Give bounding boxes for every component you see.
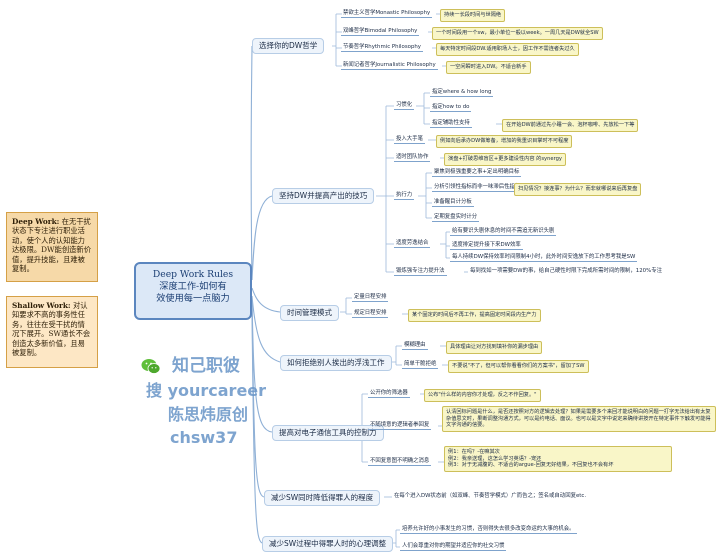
rest-item-3[interactable]: 每人持续DW保持效率时间限制4小时，此外时间安逸放下的工作思考我是SW <box>450 254 638 263</box>
technique-team[interactable]: 适时团队协作 <box>394 154 431 163</box>
watermark-line1: 知己职彼 <box>172 356 240 376</box>
philosophy-journalistic-note: 一空闲瞬时进入DW。不适合新手 <box>446 61 531 74</box>
central-topic-line1: Deep Work Rules <box>152 269 234 280</box>
deep-work-definition: Deep Work: 在无干扰状态下专注进行职业活动，使个人的认知能力达极限。D… <box>6 212 98 282</box>
watermark-line2: 搜 yourcareer <box>146 381 267 400</box>
schedule-quantitative[interactable]: 定量日程安排 <box>352 294 389 303</box>
rest-item-1[interactable]: 给有要识头剧休息的时间不需追无新识头剧 <box>450 228 557 237</box>
philosophy-bimodal[interactable]: 双峰哲学Bimodal Philosophy <box>341 28 420 37</box>
watermark-line3: 陈思炜原创 <box>168 405 249 424</box>
exec-focus[interactable]: 聚焦到极强重要之事+定出明确目标 <box>432 169 522 178</box>
exec-review[interactable]: 定期复盘实时计分 <box>432 214 480 223</box>
shallow-work-title: Shallow Work: <box>12 301 71 310</box>
philosophy-bimodal-note: 一个时间段用一个sw，最小单位一般以week。一周几天是DW就全SW <box>432 27 603 40</box>
technique-rest[interactable]: 适度劳逸结合 <box>394 240 431 249</box>
schedule-fixed-note: 某个固定的时间后不再工作，提高固定时间段内生产力 <box>408 309 541 322</box>
email-logic[interactable]: 不随境意的逻辑者拳回复 <box>368 422 432 431</box>
shallow-work-definition: Shallow Work: 对认知要求不高的事务性任务，往往在受干扰的情况下展开… <box>6 296 98 368</box>
technique-execution[interactable]: 执行力 <box>394 192 415 201</box>
mindset-item-1[interactable]: 培养允许好的小事发生的习惯，否则得失去很多改变命运的大事的机会。 <box>400 526 577 535</box>
mindset-item-2[interactable]: 人们会尊重对你的期望并适应你的社交习惯 <box>400 543 507 552</box>
philosophy-rhythmic-note: 每天特定时间段DW.适用职场人士，因工作不需连者失过久 <box>436 43 579 56</box>
schedule-fixed[interactable]: 规定日程安排 <box>352 310 389 319</box>
email-filter[interactable]: 公开你的筛选器 <box>368 390 410 399</box>
deep-work-text: 在无干扰状态下专注进行职业活动，使个人的认知能力达极限。DW能创造新价值，提升技… <box>12 217 92 274</box>
team-note: 演盘+打破思维盲区+更多建设性内容 的synergy <box>444 153 566 166</box>
branch-mindset[interactable]: 减少SW过程中得罪人时的心理调整 <box>262 536 394 552</box>
philosophy-rhythmic[interactable]: 节奏哲学Rhythmic Philosophy <box>341 44 423 53</box>
philosophy-monastic-note: 持续一长段时间与世隔绝 <box>440 9 506 22</box>
decline-vague-note: 具体理由让对方找到填补你的漏步理由 <box>446 341 543 354</box>
exec-lead-measures[interactable]: 分析引领性指标而非一味滞后性指标 <box>432 184 523 193</box>
reduce-offense-note: 在每个进入DW状态前（如双峰、节奏哲学模式）广而告之；签名或自动回复etc. <box>394 493 587 499</box>
technique-focus-training[interactable]: 锻炼强专注力提升法 <box>394 268 447 277</box>
focus-training-note: 每到找如一项需要DW的事，给自己硬性时限下完成所需时间的限制，120%专注 <box>470 268 663 274</box>
central-topic-line3: 效使用每一点脑力 <box>156 293 230 305</box>
shallow-work-text: 对认知要求不高的事务性任务，往往在受干扰的情况下展开。SW通长不会创造太多新价值… <box>12 301 91 358</box>
email-ignore[interactable]: 不回复意图不明确之消息 <box>368 458 432 467</box>
decline-direct[interactable]: 简单干脆拒绝 <box>402 361 439 370</box>
branch-time-management[interactable]: 时间管理模式 <box>280 305 339 321</box>
watermark-line4: chsw37 <box>170 428 238 447</box>
philosophy-journalistic[interactable]: 新闻记者哲学Journalistic Philosophy <box>341 62 438 71</box>
decline-direct-note: 不要说"不了，但可以帮你看看你们的方案书"，留加了SW <box>448 360 589 373</box>
branch-decline-shallow[interactable]: 如何拒绝别人挨出的浮浅工作 <box>280 355 392 371</box>
habit-support[interactable]: 指定辅助性支持 <box>430 120 472 129</box>
email-ignore-note: 例1：在吗？-在嘛其次 例2：我亲送理，这怎么学习英语？-宠还 例3：对于无减腹… <box>444 446 672 472</box>
branch-reduce-offense[interactable]: 减少SW同时降低得罪人的程度 <box>264 490 381 506</box>
rest-item-2[interactable]: 适度排定提升接下来DW效率 <box>450 242 523 251</box>
branch-dw-philosophy[interactable]: 选择你的DW哲学 <box>252 38 325 54</box>
habit-how[interactable]: 指定how to do <box>430 104 472 113</box>
exec-note: 扫见情况？接连事？为什么？而非就哪说来后再复盘 <box>514 183 642 196</box>
technique-big-gesture[interactable]: 投入大手笔 <box>394 136 425 145</box>
decline-vague[interactable]: 模糊理由 <box>402 342 428 351</box>
branch-dw-techniques[interactable]: 坚持DW并提高产出的技巧 <box>272 188 375 204</box>
email-logic-note: 认清回标问题是什么，是否还按照对方的逻辑去处理？如果是需要多个来回才能说明白的问… <box>442 406 716 432</box>
branch-email-control[interactable]: 提高对电子通信工具的控制力 <box>272 425 384 441</box>
habit-support-note: 在开始DW前通过先小睡一会、泡杯咖啡、先放松一下等 <box>502 119 639 132</box>
wechat-icon <box>141 359 161 374</box>
philosophy-monastic[interactable]: 禁欲主义哲学Monastic Philosophy <box>341 10 433 19</box>
central-topic[interactable]: Deep Work Rules 深度工作-如何有 效使用每一点脑力 <box>134 262 252 320</box>
habit-where[interactable]: 指定where & how long <box>430 89 494 98</box>
central-topic-line2: 深度工作-如何有 <box>159 281 227 293</box>
technique-habit[interactable]: 习惯化 <box>394 102 415 111</box>
exec-scoreboard[interactable]: 准备醒目计分板 <box>432 199 474 208</box>
deep-work-title: Deep Work: <box>12 217 60 226</box>
email-filter-note: 公布"什么样的内容你才处理，反之不作回复。" <box>424 389 541 402</box>
big-gesture-note: 例如向后承办DW做筹备，增加的我重识目掌时不可程度 <box>436 135 573 148</box>
